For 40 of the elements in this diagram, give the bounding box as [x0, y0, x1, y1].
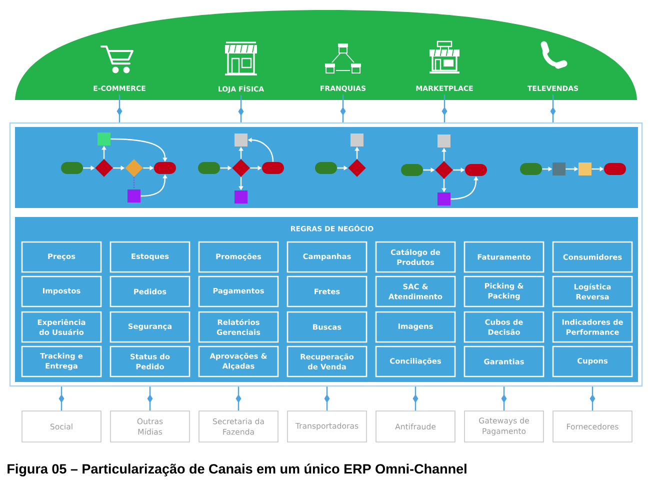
square-node: [552, 162, 566, 176]
decision-diamond: [435, 161, 453, 179]
pin-connector: [550, 94, 556, 122]
rules-panel: [15, 217, 638, 382]
pill-node: [465, 164, 487, 176]
dome-banner: [15, 10, 637, 100]
pill-node: [154, 162, 176, 174]
figure-caption: Figura 05 – Particularização de Canais em um único ERP Omni-Channel: [8, 464, 466, 476]
decision-diamond: [348, 159, 366, 177]
pin-connector: [590, 386, 596, 411]
pill-node: [315, 162, 337, 174]
square-node: [350, 134, 364, 146]
pin-connector: [340, 94, 346, 122]
square-node: [438, 192, 450, 206]
square-node: [128, 190, 140, 202]
pill-node: [520, 163, 542, 175]
pin-connector: [324, 386, 330, 411]
pin-connector: [412, 386, 418, 411]
pill-node: [401, 164, 423, 176]
pill-node: [198, 162, 220, 174]
pill-node: [61, 162, 83, 174]
pin-connector: [236, 386, 242, 411]
square-node: [234, 190, 248, 204]
decision-diamond: [125, 159, 143, 177]
frame-box: [9, 122, 643, 387]
square-node: [578, 162, 592, 176]
pin-connector: [238, 95, 244, 122]
pill-node: [262, 162, 284, 174]
pin-connector: [58, 386, 64, 411]
square-node: [234, 134, 248, 146]
pin-connector: [442, 94, 448, 122]
decision-diamond: [232, 159, 250, 177]
pin-connector: [501, 386, 507, 411]
pin-connector: [116, 94, 122, 122]
process-band: [15, 127, 638, 208]
square-node: [438, 134, 450, 148]
decision-diamond: [95, 159, 113, 177]
pin-connector: [147, 386, 153, 411]
pill-node: [604, 163, 626, 175]
square-node: [98, 132, 110, 146]
